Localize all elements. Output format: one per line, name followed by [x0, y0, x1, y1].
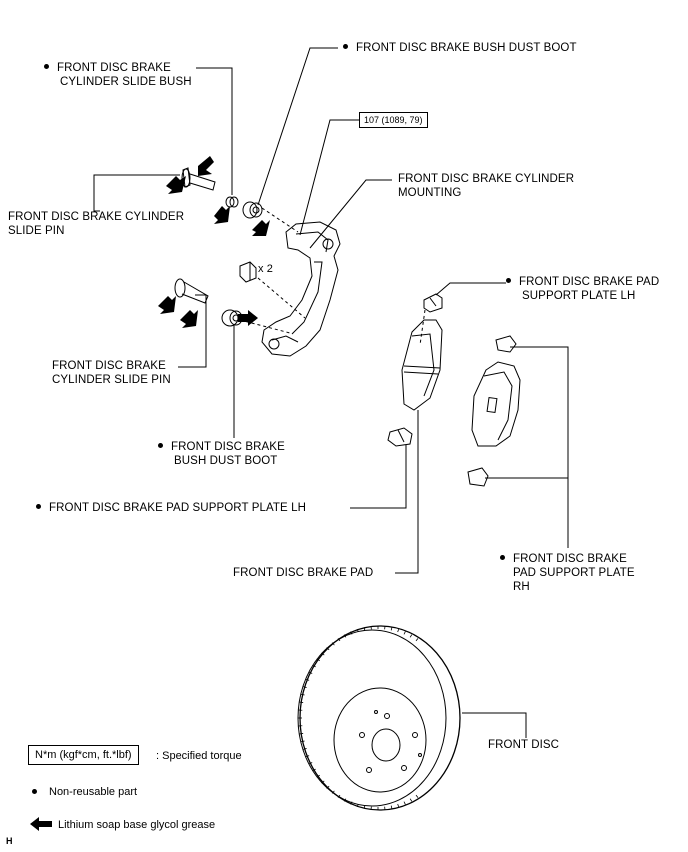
bush-dust-boot-top-part [242, 201, 263, 219]
disc-vent-tick [300, 740, 305, 743]
torque-value-box: 107 (1089, 79) [359, 112, 428, 128]
pad-support-lh-upper-part [423, 293, 443, 313]
disc-vent-tick [305, 755, 310, 758]
pad-support-rh-upper-part [495, 335, 517, 353]
disc-vent-tick [326, 647, 330, 651]
disc-vent-tick [308, 762, 313, 765]
slide-pin-lower-part [174, 278, 209, 304]
non-reusable-dot-icon [343, 44, 348, 50]
disc-vent-tick [403, 631, 406, 635]
disc-vent-tick [363, 805, 366, 809]
disc-vent-tick [316, 774, 320, 778]
legend-grease: Lithium soap base glycol grease [30, 817, 215, 832]
disc-vent-tick [331, 642, 335, 646]
label-brake-pad: FRONT DISC BRAKE PAD [233, 567, 374, 579]
disc-vent-tick [299, 733, 304, 735]
disc-vent-tick [300, 693, 305, 696]
non-reusable-dot-icon [506, 278, 511, 284]
disc-vent-tick [299, 701, 304, 703]
pad-support-lh-lower-part [387, 427, 413, 447]
grease-arrow-icon [180, 310, 198, 328]
front-disc-vents [298, 626, 419, 810]
leader-pad-support-lh-lower [350, 445, 407, 509]
disc-vent-tick [302, 748, 307, 750]
disc-vent-tick [356, 803, 359, 807]
leader-brake-pad [395, 410, 419, 574]
disc-vent-tick [350, 801, 353, 805]
leader-torque [299, 119, 359, 236]
disc-vent-tick [397, 803, 400, 807]
cylinder-mounting-part [261, 221, 341, 357]
label-pad-support-rh: FRONT DISC BRAKE PAD SUPPORT PLATE RH [500, 552, 635, 594]
disc-vent-tick [390, 627, 393, 631]
disc-vent-tick [403, 801, 406, 805]
label-slide-pin-left: FRONT DISC BRAKE CYLINDER SLIDE PIN [8, 211, 185, 237]
legend-torque-box: N*m (kgf*cm, ft.*lbf) [28, 745, 139, 765]
grease-arrow-icon [238, 310, 258, 326]
leader-cylinder-mounting [309, 179, 392, 249]
corner-mark: H [6, 836, 13, 846]
disc-vent-tick [390, 805, 393, 809]
disc-vent-tick [409, 634, 413, 638]
quantity-label: x 2 [258, 263, 273, 275]
grease-arrow-icon [198, 156, 214, 176]
disc-vent-tick [305, 678, 310, 681]
non-reusable-dot-icon [158, 443, 163, 449]
label-cylinder-mounting: FRONT DISC BRAKE CYLINDER MOUNTING [398, 173, 575, 199]
grease-arrow-icon [252, 220, 270, 236]
disc-vent-tick [302, 686, 307, 688]
disc-vent-tick [343, 798, 347, 802]
grease-arrow-icon [158, 296, 176, 314]
disc-vent-tick [350, 631, 353, 635]
legend-non-reusable: Non-reusable part [32, 785, 137, 799]
leader-slide-bush [196, 67, 233, 195]
disc-vent-tick [321, 780, 325, 784]
grease-arrow-icon [30, 817, 52, 832]
grease-arrow-icon [214, 206, 230, 224]
disc-vent-tick [321, 652, 325, 656]
label-pad-support-lh-lower: FRONT DISC BRAKE PAD SUPPORT PLATE LH [36, 501, 306, 515]
disc-vent-tick [363, 627, 366, 631]
slide-bush-part [225, 196, 239, 208]
non-reusable-dot-icon [500, 555, 505, 561]
disc-vent-tick [312, 664, 316, 668]
disc-vent-tick [308, 671, 313, 674]
disc-vent-tick [312, 768, 316, 772]
disc-vent-tick [337, 638, 341, 642]
leader-slide-pin-left [93, 174, 180, 212]
label-slide-bush: FRONT DISC BRAKE CYLINDER SLIDE BUSH [44, 61, 192, 89]
brake-pad-left-part [401, 319, 443, 411]
disc-vent-tick [356, 629, 359, 633]
leader-pad-support-lh-top [435, 282, 506, 296]
disc-vent-tick [397, 629, 400, 633]
grease-arrows [158, 156, 270, 328]
disc-vent-tick [337, 794, 341, 798]
disc-vent-tick [415, 794, 419, 798]
pad-support-rh-lower-part [467, 467, 489, 487]
brake-pad-right-part [471, 361, 521, 447]
disc-vent-tick [409, 798, 413, 802]
label-slide-pin-lower: FRONT DISC BRAKE CYLINDER SLIDE PIN [52, 360, 171, 386]
leader-pad-support-rh [510, 346, 569, 548]
disc-vent-tick [331, 790, 335, 794]
disc-vent-tick [343, 634, 347, 638]
leader-front-disc [490, 712, 527, 738]
disc-vent-tick [415, 638, 419, 642]
disc-vent-tick [316, 658, 320, 662]
label-front-disc: FRONT DISC [488, 739, 560, 751]
leader-slide-pin-lower [178, 294, 207, 368]
label-bush-dust-boot-top: FRONT DISC BRAKE BUSH DUST BOOT [343, 41, 577, 55]
grease-arrow-icon [166, 176, 186, 194]
leader-bush-dust-boot-top [257, 47, 338, 206]
non-reusable-dot-icon [36, 504, 41, 510]
label-pad-support-lh-top: FRONT DISC BRAKE PAD SUPPORT PLATE LH [506, 275, 659, 303]
bolt-part [239, 261, 257, 283]
disc-vent-tick [326, 785, 330, 789]
label-bush-dust-boot-lower: FRONT DISC BRAKE BUSH DUST BOOT [158, 440, 285, 468]
non-reusable-dot-icon [32, 788, 37, 794]
legend-torque-desc: : Specified torque [156, 750, 242, 762]
non-reusable-dot-icon [44, 64, 49, 70]
